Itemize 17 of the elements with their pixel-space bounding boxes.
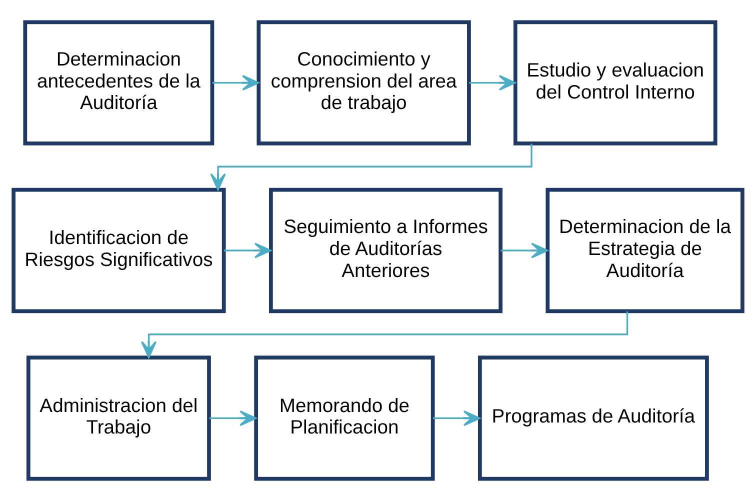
node-box: Programas de Auditoría bbox=[478, 355, 709, 480]
arrow bbox=[210, 143, 532, 190]
arrow bbox=[224, 242, 272, 258]
node-box: Conocimiento y comprension del area de trabajo bbox=[256, 20, 471, 145]
node-box: Identificacion de Riesgos Significativos bbox=[12, 187, 226, 313]
node-box: Administracion del Trabajo bbox=[26, 355, 211, 480]
node-box: Estudio y evaluacion del Control Interno bbox=[513, 20, 718, 145]
arrow bbox=[209, 410, 257, 426]
node-box: Seguimiento a Informes de Auditorías Anteriores bbox=[269, 187, 502, 313]
node-box: Determinacion de la Estrategia de Auditoría bbox=[546, 187, 744, 313]
node-box: Determinacion antecedentes de la Auditoría bbox=[23, 20, 214, 145]
arrow bbox=[469, 74, 516, 90]
arrow bbox=[432, 410, 480, 426]
node-box: Memorando de Planificacion bbox=[254, 355, 435, 480]
arrow bbox=[500, 242, 548, 258]
arrow bbox=[141, 310, 628, 358]
arrow bbox=[212, 74, 260, 90]
